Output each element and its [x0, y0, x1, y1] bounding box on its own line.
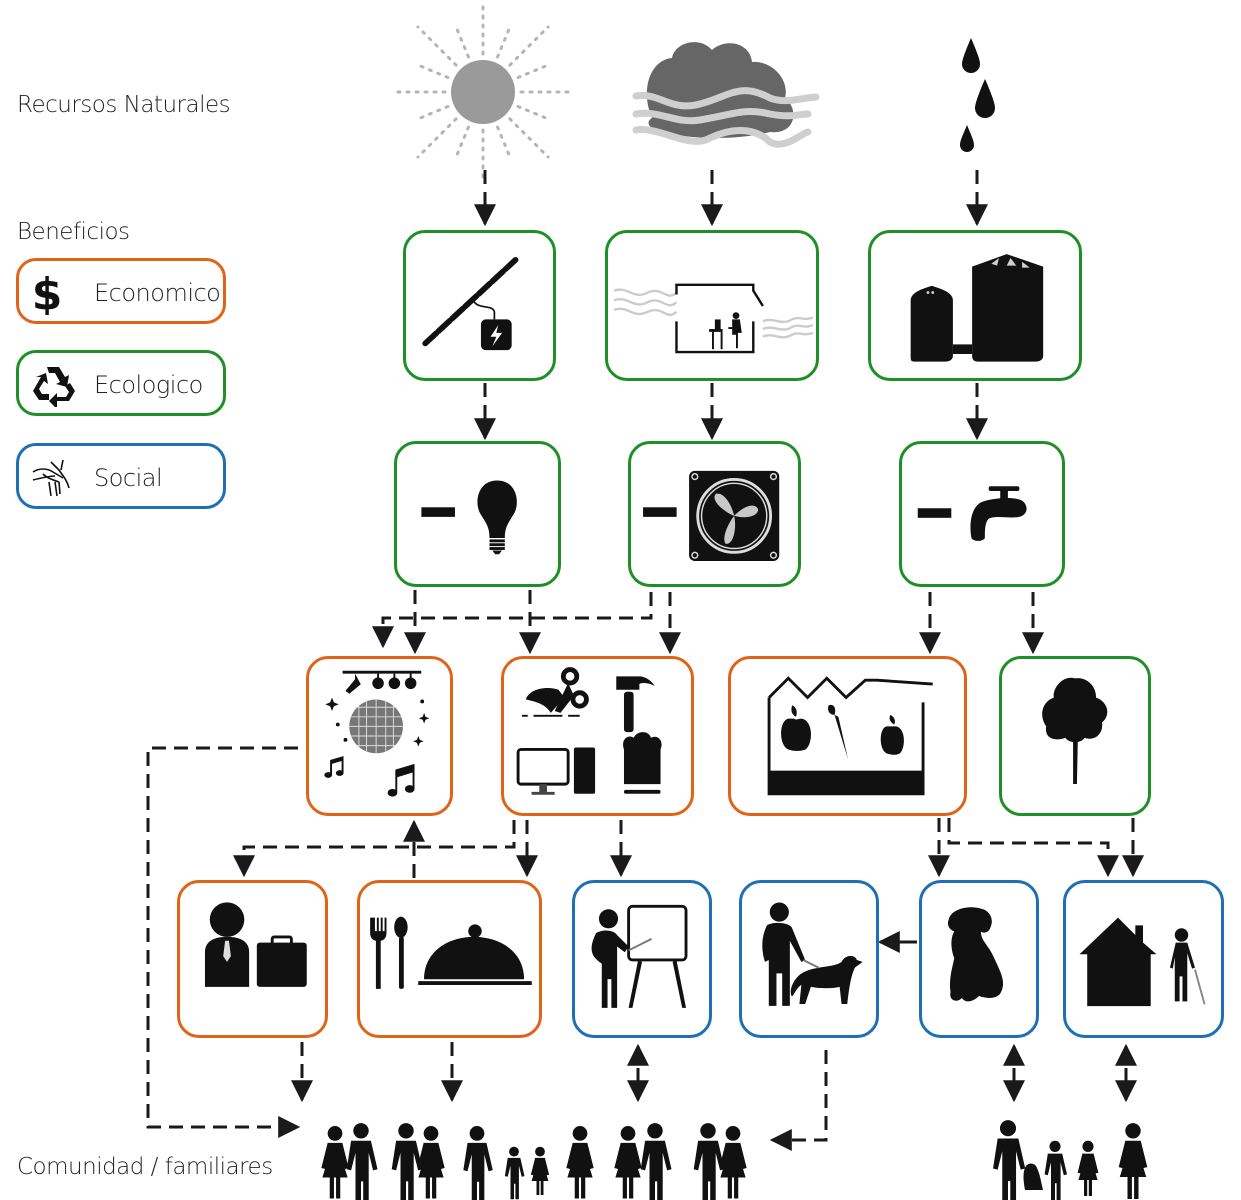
arrow-greenhouse-to-home [947, 818, 1119, 878]
recycle-icon [33, 367, 75, 407]
restaurant-icon [370, 916, 532, 989]
community-label: Comunidad / familiares [17, 1154, 273, 1180]
sun-ray [496, 23, 513, 59]
fan-icon [643, 470, 780, 561]
guide-dog-icon [762, 902, 863, 1006]
node-greenhouse[interactable] [728, 656, 967, 816]
people-group-icon [321, 1123, 747, 1200]
benefits-label: Beneficios [17, 219, 130, 245]
arrow-guidedog-to-community [769, 1050, 828, 1151]
sun-ray [416, 117, 458, 159]
businessman-icon [204, 902, 307, 987]
elderly-home-icon [1079, 917, 1206, 1007]
node-water-tanks[interactable] [868, 230, 1082, 381]
connectors [146, 170, 1144, 1151]
sun-ray [414, 62, 450, 79]
family-icon [993, 1120, 1148, 1200]
legend-label-social: Social [94, 464, 163, 492]
arrow-workshops-to-employment [233, 820, 516, 878]
node-less-fan[interactable] [628, 441, 801, 587]
sun-ray [496, 125, 513, 161]
node-restaurant[interactable] [357, 880, 542, 1038]
node-solar-panel[interactable] [403, 230, 556, 381]
cloud-wind-icon [632, 42, 820, 148]
greenhouse-icon [767, 676, 933, 796]
node-tree[interactable] [999, 656, 1151, 816]
node-teaching[interactable] [572, 880, 712, 1038]
sun-ray [516, 62, 552, 79]
light-bulb-icon [421, 480, 517, 555]
sun-ray [453, 125, 470, 161]
node-elderly-home[interactable] [1063, 880, 1224, 1038]
sun-ray [508, 117, 550, 159]
node-workshops[interactable] [501, 656, 694, 816]
arrow-fan-to-events [372, 592, 653, 649]
node-guide-dog[interactable] [739, 880, 879, 1038]
node-dog[interactable] [919, 880, 1039, 1038]
sun-ray [516, 105, 552, 122]
tree-icon [1042, 677, 1108, 785]
disco-ball-icon [324, 670, 430, 797]
workshop-tools-icon [516, 667, 662, 795]
sun-ray [508, 25, 550, 67]
sun-ray [453, 23, 470, 59]
resources-label: Recursos Naturales [17, 92, 231, 118]
legend-item-ecological: Ecologico [16, 350, 226, 416]
node-less-water[interactable] [899, 441, 1065, 587]
water-drops-icon [960, 38, 995, 152]
legend-item-social: Social [16, 443, 226, 509]
node-ventilated-house[interactable] [605, 230, 819, 381]
node-employment[interactable] [177, 880, 328, 1038]
hands-icon [32, 459, 70, 497]
arrow-events-to-community [146, 746, 301, 1138]
teacher-icon [591, 904, 688, 1008]
node-less-electricity[interactable] [394, 441, 561, 587]
legend-label-ecological: Ecologico [94, 371, 203, 399]
legend-item-economic: $ Economico [16, 258, 226, 324]
faucet-icon [917, 486, 1027, 541]
ventilated-house-icon [613, 283, 814, 354]
sun-ray [416, 25, 458, 67]
svg-text:$: $ [32, 269, 63, 315]
dollar-icon: $ [32, 269, 63, 315]
node-events[interactable] [306, 656, 453, 816]
solar-panel-icon [422, 257, 519, 351]
water-tanks-icon [910, 254, 1044, 362]
sun-ray [414, 105, 450, 122]
sun-icon [389, 0, 577, 186]
legend-label-economic: Economico [94, 279, 221, 307]
dog-icon [947, 907, 1004, 1002]
